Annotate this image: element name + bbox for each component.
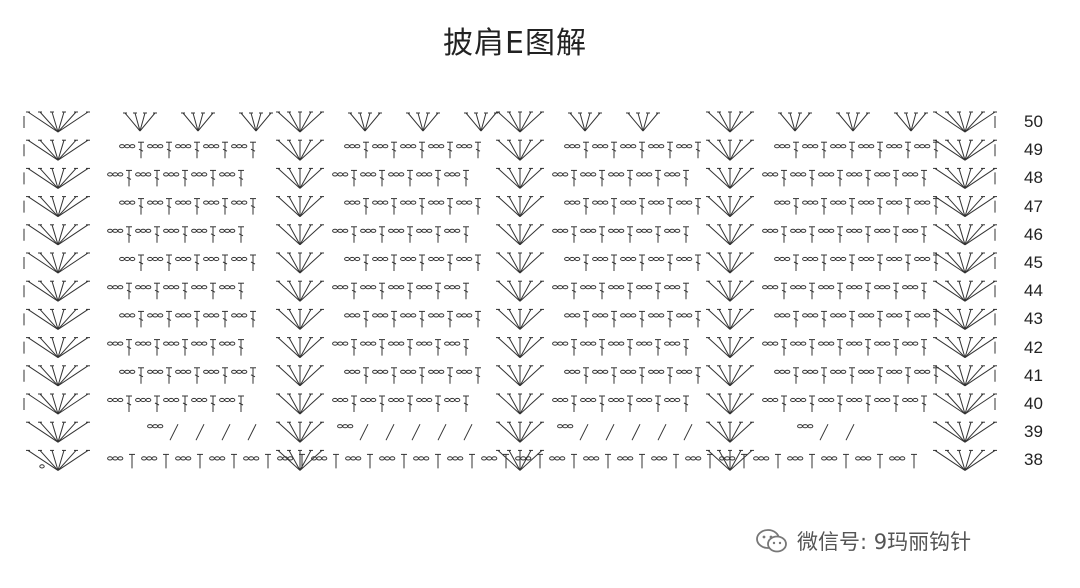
row-number: 39: [1024, 422, 1043, 442]
row-number: 48: [1024, 168, 1043, 188]
crochet-chart: 50 49 48 47 46 45 44 43 42 41 40 39 38: [0, 100, 1080, 480]
wechat-icon: [755, 527, 789, 555]
page-title: 披肩E图解: [443, 26, 587, 61]
row-number: 41: [1024, 365, 1043, 385]
row-number: 50: [1024, 112, 1043, 131]
row-number: 47: [1024, 196, 1043, 216]
wechat-id-text: 微信号: 9玛丽钩针: [797, 530, 972, 554]
row-number: 49: [1024, 140, 1043, 160]
row-number: 44: [1024, 281, 1043, 301]
wechat-footer: 微信号: 9玛丽钩针: [755, 524, 971, 558]
row-number: 43: [1024, 309, 1043, 329]
row-number: 40: [1024, 394, 1043, 413]
row-number: 38: [1024, 450, 1043, 470]
row-number: 46: [1024, 224, 1043, 244]
row-number: 42: [1024, 337, 1043, 357]
row-number: 45: [1024, 253, 1043, 272]
crochet-stitch-diagram: [23, 111, 997, 471]
stitch-group: [23, 111, 997, 471]
